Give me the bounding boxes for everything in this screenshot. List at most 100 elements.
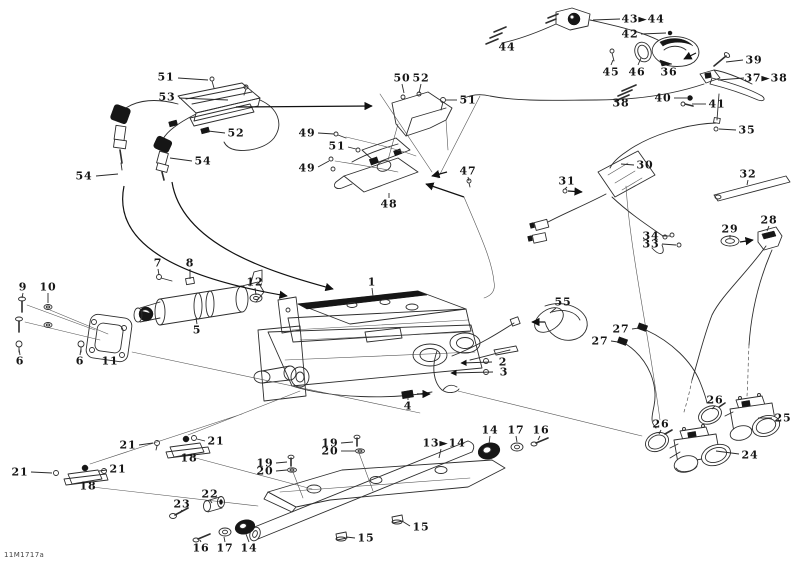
part-callout: 15 bbox=[412, 520, 430, 534]
leader-line bbox=[637, 57, 642, 66]
part-callout: 54 bbox=[75, 169, 93, 183]
leader-line bbox=[18, 348, 21, 356]
part-callout: 49 bbox=[298, 161, 316, 175]
linkage-assembly bbox=[328, 131, 495, 299]
part-callout: 53 bbox=[158, 90, 176, 104]
leader-line bbox=[98, 469, 108, 472]
leader-line bbox=[347, 146, 357, 150]
part-callout: 21 bbox=[109, 462, 127, 476]
part-callout: 5 bbox=[192, 323, 202, 337]
assembly-arrows bbox=[122, 51, 754, 399]
part-callout: 29 bbox=[721, 222, 739, 236]
part-callout: 13►14 bbox=[422, 436, 466, 450]
assembly-arrow bbox=[683, 51, 697, 60]
leader-line bbox=[79, 348, 82, 356]
leader-line bbox=[549, 307, 557, 314]
part-callout: 36 bbox=[660, 65, 678, 79]
part-callout: 10 bbox=[39, 280, 57, 294]
leader-line bbox=[275, 469, 288, 472]
part-callout: 33 bbox=[642, 237, 660, 251]
leader-line bbox=[766, 225, 770, 232]
part-callout: 43►44 bbox=[621, 12, 665, 26]
leader-line bbox=[254, 287, 257, 296]
leader-line bbox=[438, 448, 442, 459]
part-callout: 30 bbox=[636, 158, 654, 172]
leader-line bbox=[746, 179, 749, 186]
part-callout: 39 bbox=[745, 53, 763, 67]
leader-line bbox=[450, 369, 494, 377]
leader-line bbox=[179, 509, 183, 514]
part-callout: 14 bbox=[481, 423, 499, 437]
leader-line bbox=[460, 359, 493, 366]
leader-line bbox=[610, 59, 614, 66]
leader-line bbox=[711, 405, 716, 410]
part-callout: 17 bbox=[507, 423, 525, 437]
ignition-coil bbox=[168, 76, 280, 151]
part-callout: 6 bbox=[15, 354, 25, 368]
leader-line bbox=[610, 340, 619, 343]
part-callout: 12 bbox=[246, 275, 264, 289]
part-callout: 1 bbox=[367, 275, 377, 289]
leader-line bbox=[488, 435, 491, 445]
part-callout: 20 bbox=[256, 464, 274, 478]
leader-line bbox=[658, 429, 662, 435]
leader-line bbox=[340, 441, 354, 444]
part-callout: 48 bbox=[380, 197, 398, 211]
leader-line bbox=[371, 287, 374, 297]
part-callout: 34 bbox=[642, 229, 660, 243]
part-callout: 24 bbox=[741, 448, 759, 462]
part-callout: 46 bbox=[628, 65, 646, 79]
leader-line bbox=[467, 176, 470, 182]
part-callout: 51 bbox=[157, 70, 175, 84]
assembly-arrow bbox=[567, 187, 583, 196]
leader-line bbox=[537, 435, 541, 441]
spark-plugs bbox=[110, 100, 197, 181]
part-callout: 4 bbox=[403, 399, 413, 413]
cable-assembly bbox=[527, 122, 717, 421]
assembly-arrow bbox=[235, 101, 373, 111]
leader-line bbox=[592, 18, 621, 21]
throttle-control bbox=[461, 7, 765, 132]
assembly-arrow bbox=[171, 181, 334, 292]
part-callout: 3 bbox=[499, 365, 509, 379]
leader-line bbox=[317, 132, 335, 135]
document-code: 11M1717a bbox=[4, 551, 45, 559]
engine bbox=[156, 274, 643, 437]
part-callout: 40 bbox=[654, 91, 672, 105]
part-callout: 18 bbox=[180, 451, 198, 465]
leader-line bbox=[661, 243, 677, 246]
part-callout: 38 bbox=[612, 96, 630, 110]
leader-line bbox=[177, 77, 209, 81]
part-callout: 27 bbox=[591, 334, 609, 348]
part-callout: 54 bbox=[194, 154, 212, 168]
part-callout: 44 bbox=[498, 40, 516, 54]
leader-line bbox=[223, 536, 226, 543]
leader-line bbox=[631, 327, 640, 330]
carburetors bbox=[616, 322, 781, 473]
leader-line bbox=[178, 97, 229, 101]
assembly-arrow bbox=[431, 169, 448, 179]
leader-line bbox=[95, 173, 119, 177]
part-callout: 9 bbox=[18, 280, 28, 294]
leader-line bbox=[620, 163, 635, 166]
assembly-arrow bbox=[122, 185, 288, 299]
leader-line bbox=[715, 450, 740, 455]
part-callout: 14 bbox=[240, 541, 258, 555]
part-callout: 19 bbox=[256, 456, 274, 470]
leader-lines bbox=[18, 18, 772, 543]
part-callout: 41 bbox=[708, 97, 726, 111]
part-callout: 37►38 bbox=[744, 71, 788, 85]
leader-line bbox=[345, 536, 356, 539]
part-callout: 22 bbox=[201, 487, 219, 501]
part-callout: 55 bbox=[554, 295, 572, 309]
part-callout: 51 bbox=[459, 93, 477, 107]
part-callout: 49 bbox=[298, 126, 316, 140]
part-callout: 19 bbox=[321, 436, 339, 450]
leader-line bbox=[199, 539, 202, 543]
assembly-arrow bbox=[425, 182, 465, 198]
part-callout: 28 bbox=[760, 213, 778, 227]
part-callout: 15 bbox=[357, 531, 375, 545]
starter-motor bbox=[15, 269, 421, 414]
leader-line bbox=[207, 130, 226, 134]
